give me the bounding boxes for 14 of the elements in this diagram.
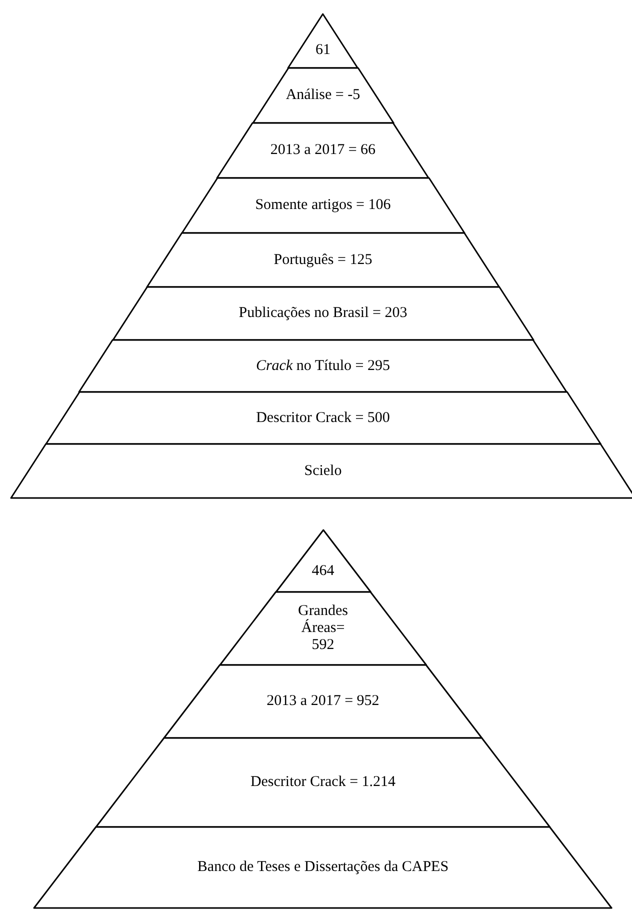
band-label: Análise = -5 <box>286 87 360 104</box>
band-label: 464 <box>312 563 334 580</box>
band-label: Grandes Áreas= 592 <box>296 603 349 654</box>
band-label: Descritor Crack = 500 <box>256 410 390 426</box>
band-label: Scielo <box>304 462 342 480</box>
band-label: Português = 125 <box>274 252 372 268</box>
band-label: 2013 a 2017 = 66 <box>270 142 376 159</box>
band-label: Publicações no Brasil = 203 <box>238 305 408 322</box>
band-label: Somente artigos = 106 <box>255 197 391 214</box>
band-label: 2013 a 2017 = 952 <box>266 693 380 710</box>
band-label: Banco de Teses e Dissertações da CAPES <box>197 859 449 876</box>
band-label: Descritor Crack = 1.214 <box>250 774 396 791</box>
band-label: 61 <box>315 42 330 59</box>
band-label: Crack no Título = 295 <box>256 358 390 374</box>
